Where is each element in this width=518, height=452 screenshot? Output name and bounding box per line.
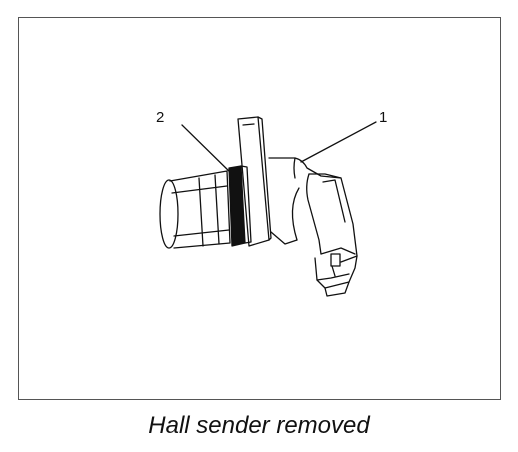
callout-1-label: 1 [379,109,388,126]
o-ring-seal [228,165,252,247]
leader-line-1 [300,121,377,163]
figure-caption: Hall sender removed [148,412,370,439]
callout-2-label: 2 [156,109,165,126]
connector-housing [268,157,358,297]
sensor-cylinder [159,170,231,249]
mounting-flange [237,116,272,247]
leader-line-2 [181,124,235,177]
hall-sender-drawing [159,116,377,297]
diagram-frame: 1 2 [18,17,501,400]
